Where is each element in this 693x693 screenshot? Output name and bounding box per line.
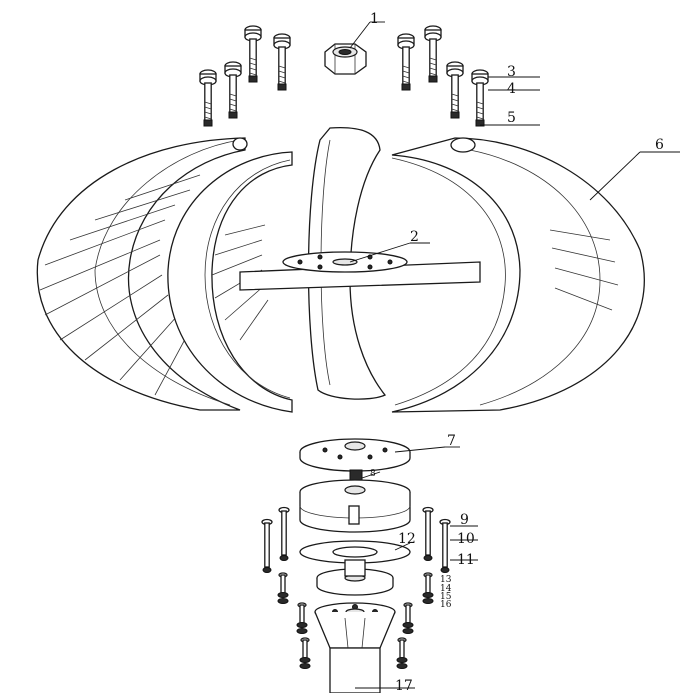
callout-labels: 1 2 3 4 5 6 7 8 9 10 11 12 13 14 15 16 1… xyxy=(370,11,664,693)
small-bolt-4 xyxy=(402,602,414,635)
callout-10: 10 xyxy=(457,531,475,547)
callout-1: 1 xyxy=(370,11,379,27)
bolt-top-2 xyxy=(273,33,291,91)
top-bolts xyxy=(199,25,489,127)
gen-bolt-1 xyxy=(261,518,273,574)
small-bolt-1 xyxy=(277,572,289,605)
bolt-top-3 xyxy=(224,61,242,119)
callout-14: 14 xyxy=(440,584,452,594)
callout-6: 6 xyxy=(655,137,664,153)
callout-8: 8 xyxy=(370,469,376,479)
blade-left-outer xyxy=(36,137,248,411)
small-bolt-3 xyxy=(296,602,308,635)
callout-2: 2 xyxy=(410,229,419,245)
bolt-top-7 xyxy=(446,61,464,119)
bolt-top-4 xyxy=(199,69,217,127)
small-bolt-6 xyxy=(396,637,408,670)
hex-nut xyxy=(324,43,367,75)
callout-3: 3 xyxy=(507,64,516,80)
leader-lines xyxy=(349,21,680,689)
gen-bolt-2 xyxy=(278,506,290,562)
blade-right xyxy=(391,137,645,413)
gen-bolt-3 xyxy=(422,506,434,562)
top-plate xyxy=(299,438,411,472)
callout-15: 15 xyxy=(440,592,452,602)
callout-9: 9 xyxy=(460,512,469,528)
callout-12: 12 xyxy=(398,531,416,547)
blade-left-inner xyxy=(167,151,293,413)
gasket-ring xyxy=(299,540,411,564)
small-bolt-2 xyxy=(422,572,434,605)
callout-13: 13 xyxy=(440,575,452,585)
callout-17: 17 xyxy=(395,678,413,693)
bolt-top-5 xyxy=(424,25,442,83)
callout-4: 4 xyxy=(507,81,516,97)
callout-11: 11 xyxy=(457,552,475,568)
coupling xyxy=(316,559,394,596)
bolt-top-6 xyxy=(397,33,415,91)
tower-mount xyxy=(314,602,396,693)
bolt-top-1 xyxy=(244,25,262,83)
callout-16: 16 xyxy=(440,600,452,610)
gen-bolt-4 xyxy=(439,518,451,574)
bolt-top-8 xyxy=(471,69,489,127)
hub-flange xyxy=(239,251,481,291)
small-bolt-5 xyxy=(299,637,311,670)
callout-5: 5 xyxy=(507,110,516,126)
callout-7: 7 xyxy=(447,433,456,449)
generator xyxy=(299,479,411,533)
